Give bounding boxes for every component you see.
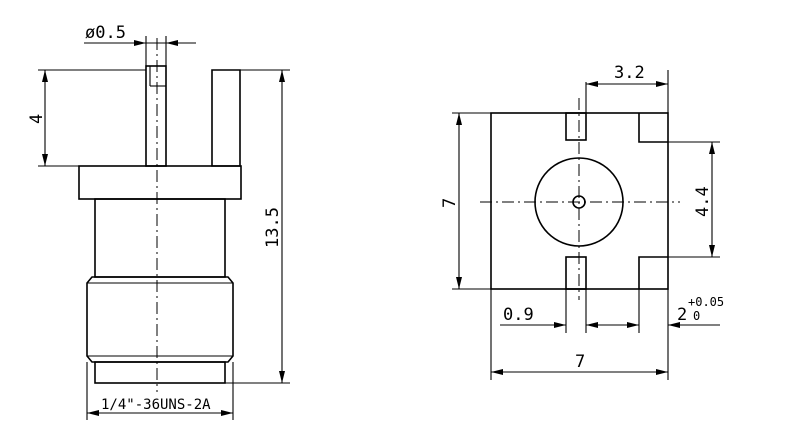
side-view: ø0.5 4 13.5 1/4"-36UNS-2A (27, 23, 290, 420)
width-label: 7 (575, 352, 585, 372)
top-slot (565, 112, 587, 141)
pad-tol-lower: 0 (693, 309, 700, 323)
flange (78, 165, 242, 200)
total-height-label: 13.5 (263, 207, 283, 248)
mounting-tab (211, 69, 241, 167)
thread-spec-label: 1/4"-36UNS-2A (101, 397, 211, 413)
slot-offset-label: 3.2 (614, 63, 645, 83)
pin-diameter-label: ø0.5 (85, 23, 126, 43)
pin-height-label: 4 (27, 114, 47, 124)
center-pin (145, 65, 167, 167)
bottom-ring (94, 361, 226, 384)
slot-width-label: 0.9 (503, 305, 534, 325)
pad-tol-upper: +0.05 (688, 295, 724, 309)
body (94, 198, 226, 278)
threaded-section (86, 276, 234, 363)
height-label: 7 (440, 198, 460, 208)
front-view: 3.2 7 4.4 0.9 2 +0.05 0 (440, 63, 724, 380)
circle-diameter-label: 4.4 (693, 186, 713, 217)
bottom-slot (565, 256, 587, 290)
bottom-right-pad (638, 256, 668, 289)
top-right-pad (638, 113, 668, 143)
pad-dim-label: 2 (677, 305, 687, 325)
